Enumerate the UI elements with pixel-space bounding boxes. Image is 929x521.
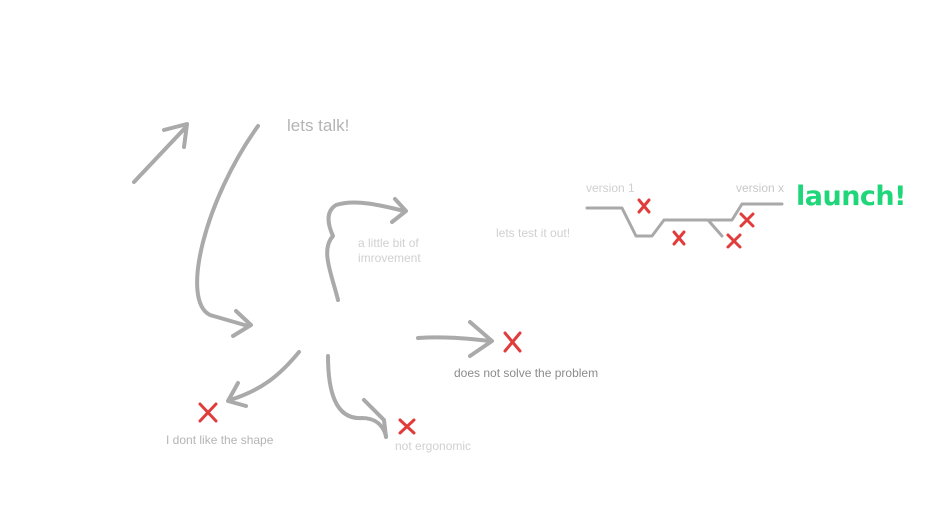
lets-test-label: lets test it out! <box>496 226 571 240</box>
not-solve-arrow <box>416 320 494 358</box>
x-mark-icon <box>503 331 522 353</box>
start-arrow <box>132 122 189 184</box>
lets-talk-label: lets talk! <box>287 116 350 135</box>
version-1-label: version 1 <box>586 181 635 195</box>
x-mark-icon <box>637 198 651 214</box>
x-mark-icon <box>398 418 416 435</box>
version-timeline <box>585 202 784 238</box>
x-mark-icon <box>198 402 218 423</box>
x-mark-icon <box>672 230 686 246</box>
improvement-label: a little bit of imrovement <box>358 236 421 265</box>
dont-like-shape-label: I dont like the shape <box>166 433 274 447</box>
not-solve-label: does not solve the problem <box>454 366 599 380</box>
improvement-arrow <box>325 197 408 302</box>
launch-label: launch! <box>796 181 906 212</box>
x-mark-icon <box>739 212 755 228</box>
shape-arrow <box>226 350 301 408</box>
not-ergonomic-label: not ergonomic <box>395 439 472 453</box>
x-mark-icon <box>726 233 742 249</box>
ergonomic-arrow <box>326 354 388 439</box>
flow-curve-arrow <box>195 124 260 338</box>
version-x-label: version x <box>736 181 785 195</box>
